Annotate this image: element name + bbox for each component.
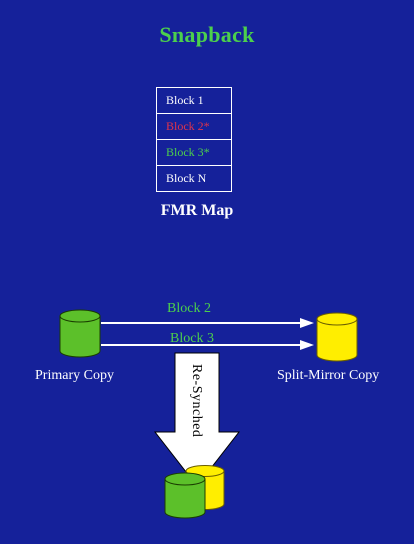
block-3-flow-label: Block 3 [170, 331, 214, 346]
split-mirror-cylinder [316, 312, 358, 362]
resynched-primary-cylinder [164, 472, 206, 519]
block-3-arrow [101, 340, 314, 350]
fmr-row-block-n: Block N [156, 165, 232, 192]
block-2-flow-label: Block 2 [167, 301, 211, 316]
fmr-cell: Block 1 [156, 87, 232, 114]
fmr-map-caption: FMR Map [160, 202, 234, 219]
primary-copy-cylinder [59, 309, 101, 358]
fmr-row-block-1: Block 1 [156, 87, 232, 114]
fmr-map-table: Block 1 Block 2* Block 3* Block N [156, 87, 232, 192]
resync-label: Re-Synched [189, 364, 204, 438]
fmr-row-block-2: Block 2* [156, 113, 232, 140]
fmr-row-block-3: Block 3* [156, 139, 232, 166]
split-mirror-copy-label: Split-Mirror Copy [277, 368, 380, 383]
primary-copy-label: Primary Copy [35, 368, 114, 383]
resync-arrow [153, 352, 241, 487]
fmr-cell: Block 2* [156, 113, 232, 140]
fmr-cell: Block 3* [156, 139, 232, 166]
fmr-cell: Block N [156, 165, 232, 192]
block-2-arrow [101, 318, 314, 328]
diagram-title: Snapback [159, 22, 255, 47]
